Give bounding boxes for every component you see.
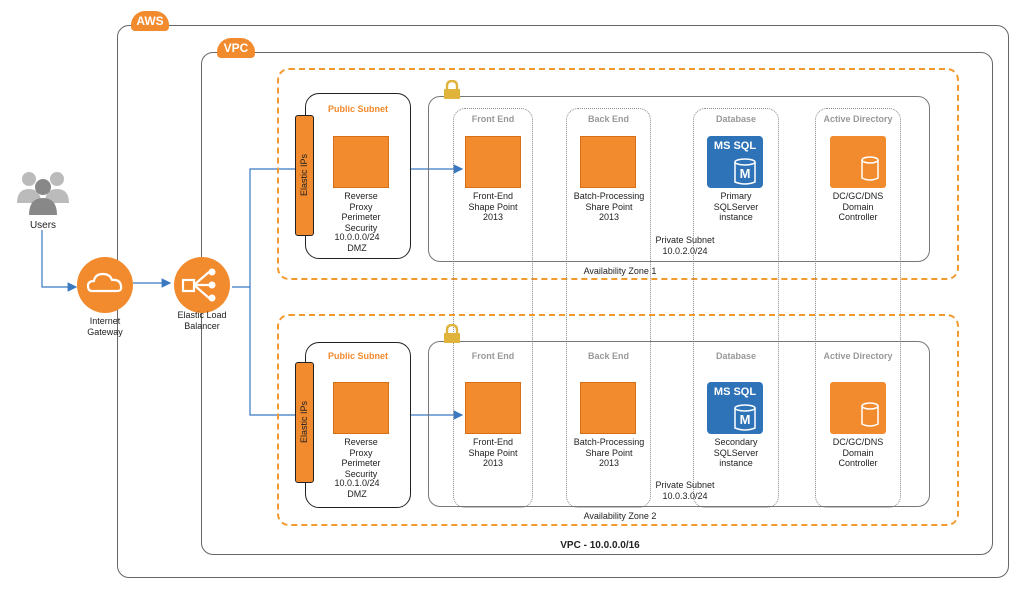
az2-back-end-label: Batch-Processing Share Point 2013 xyxy=(573,437,645,468)
az2-front-end-label: Front-End Shape Point 2013 xyxy=(468,437,518,468)
az1-front-end-title: Front End xyxy=(471,114,515,124)
az1-lock-icon xyxy=(442,80,462,100)
active-directory-tier xyxy=(815,108,901,508)
az1-active-directory-icon xyxy=(830,136,886,188)
az1-sql-badge: MS SQL xyxy=(713,140,757,152)
az2-sql-badge: MS SQL xyxy=(713,386,757,398)
az2-database-title: Database xyxy=(715,351,757,361)
internet-gateway-label: Internet Gateway xyxy=(87,316,123,337)
az1-elastic-ips-bar xyxy=(295,115,314,236)
az1-database-title: Database xyxy=(715,114,757,124)
az1-label: Availability Zone 1 xyxy=(583,266,657,276)
az2-lock-icon xyxy=(442,324,462,344)
az1-back-end-label: Batch-Processing Share Point 2013 xyxy=(573,191,645,222)
az1-active-directory-label: DC/GC/DNS Domain Controller xyxy=(832,191,884,222)
az1-public-subnet-title: Public Subnet xyxy=(327,104,388,114)
az2-active-directory-label: DC/GC/DNS Domain Controller xyxy=(832,437,884,468)
aws-tag: AWS xyxy=(131,11,169,31)
az1-dmz-label: 10.0.0.0/24 DMZ xyxy=(334,232,380,253)
az2-ms-sql-icon: MS SQL M xyxy=(707,382,763,434)
az2-active-directory-title: Active Directory xyxy=(823,351,893,361)
az2-elastic-ips-bar xyxy=(295,362,314,483)
internet-gateway-icon xyxy=(76,256,134,314)
az1-reverse-proxy-icon xyxy=(333,136,389,188)
users-icon xyxy=(13,167,73,217)
availability-zone-2 xyxy=(277,314,959,526)
users-label: Users xyxy=(29,220,57,231)
az2-back-end-server-icon xyxy=(580,382,636,434)
az1-back-end-server-icon xyxy=(580,136,636,188)
load-balancer-label: Elastic Load Balancer xyxy=(177,310,227,331)
az2-active-directory-icon xyxy=(830,382,886,434)
az2-public-subnet-title: Public Subnet xyxy=(327,351,388,361)
back-end-tier xyxy=(566,108,651,508)
az2-elastic-ips-label: Elastic IPs xyxy=(299,401,309,444)
az1-ms-sql-icon: MS SQL M xyxy=(707,136,763,188)
az1-front-end-server-icon xyxy=(465,136,521,188)
az2-private-subnet-label: Private Subnet 10.0.3.0/24 xyxy=(655,480,715,501)
front-end-tier xyxy=(453,108,533,508)
az1-reverse-proxy-label: Reverse Proxy Perimeter Security xyxy=(341,191,381,233)
az2-reverse-proxy-label: Reverse Proxy Perimeter Security xyxy=(341,437,381,479)
vpc-cidr-label: VPC - 10.0.0.0/16 xyxy=(560,540,640,551)
az2-reverse-proxy-icon xyxy=(333,382,389,434)
az1-elastic-ips-label: Elastic IPs xyxy=(299,154,309,197)
az2-private-subnet xyxy=(428,341,930,507)
az1-front-end-label: Front-End Shape Point 2013 xyxy=(468,191,518,222)
az2-dmz-label: 10.0.1.0/24 DMZ xyxy=(334,478,380,499)
az1-private-subnet xyxy=(428,96,930,262)
az2-label: Availability Zone 2 xyxy=(583,511,657,521)
vpc-tag: VPC xyxy=(217,38,255,58)
az1-sql-letter: M xyxy=(739,166,751,181)
az2-front-end-server-icon xyxy=(465,382,521,434)
az1-active-directory-title: Active Directory xyxy=(823,114,893,124)
az2-back-end-title: Back End xyxy=(587,351,629,361)
database-tier xyxy=(693,108,779,508)
az2-database-label: Secondary SQLServer instance xyxy=(713,437,759,468)
az1-back-end-title: Back End xyxy=(587,114,629,124)
users-to-igw-arrow xyxy=(41,230,78,292)
load-balancer-icon xyxy=(173,256,231,314)
az2-front-end-title: Front End xyxy=(471,351,515,361)
availability-zone-1 xyxy=(277,68,959,280)
az2-sql-letter: M xyxy=(739,412,751,427)
az1-private-subnet-label: Private Subnet 10.0.2.0/24 xyxy=(655,235,715,256)
az1-database-label: Primary SQLServer instance xyxy=(713,191,759,222)
